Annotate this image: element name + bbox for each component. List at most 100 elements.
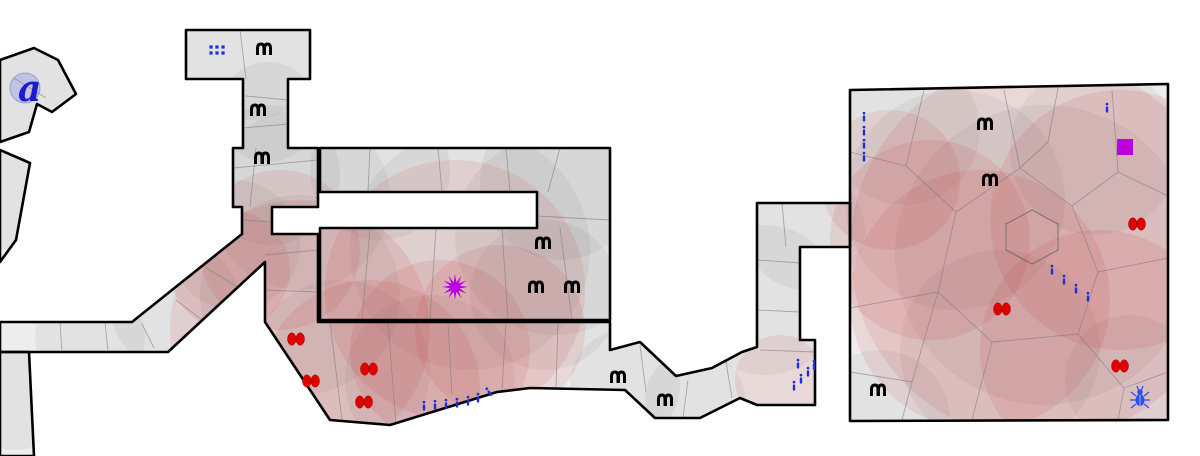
gray-field-disk [900, 250, 1100, 450]
red-field-disk [990, 90, 1168, 350]
cell-line [367, 147, 371, 193]
monster-icon[interactable] [657, 393, 673, 406]
monster-icon[interactable] [610, 370, 626, 383]
bug-icon[interactable] [1130, 385, 1150, 409]
wall-outline-central-complex [0, 28, 852, 427]
map-region-central-complex[interactable] [0, 30, 850, 425]
map-region-right-room[interactable] [850, 84, 1168, 421]
blue-cluster-riser[interactable] [792, 358, 816, 391]
blue-glyph [862, 138, 866, 149]
cell-line [756, 309, 801, 313]
cell-line [781, 202, 787, 248]
entities: a [9, 42, 1150, 411]
monster-icon[interactable] [528, 280, 544, 293]
red-pair-icon[interactable] [1111, 359, 1129, 373]
red-pair-icon[interactable] [355, 395, 373, 409]
blue-glyph [1105, 102, 1109, 113]
cell-line [1123, 371, 1168, 389]
blue-glyph [862, 111, 866, 122]
cell-line [264, 249, 319, 256]
red-pair-icon[interactable] [993, 302, 1011, 316]
cell-line [901, 381, 913, 421]
cell-line [437, 147, 443, 193]
blue-diagonal-right-room[interactable] [1050, 264, 1090, 302]
blue-glyph [209, 51, 213, 55]
cell-line [232, 159, 319, 169]
wall-outline-fragment-left [0, 148, 32, 264]
blue-glyph [799, 373, 803, 384]
blue-glyph [806, 366, 810, 377]
gray-field-disk [470, 220, 620, 370]
blue-glyph [221, 51, 225, 55]
map-region-fragment-bottomleft-stub[interactable] [0, 352, 34, 456]
cell-line [991, 333, 1125, 421]
cell-line [239, 30, 247, 80]
monster-icon[interactable] [254, 151, 270, 164]
blue-column-right-room[interactable] [862, 111, 866, 162]
cell-line [1097, 257, 1168, 273]
blue-glyph [215, 45, 219, 49]
blue-dots-top-room[interactable] [209, 45, 225, 55]
cell-line [1117, 171, 1168, 197]
cell-line [13, 77, 47, 99]
monster-icon[interactable] [977, 117, 993, 130]
cell-line [759, 349, 816, 353]
cell-line [264, 289, 319, 293]
monster-icon[interactable] [250, 103, 266, 116]
blue-single-right-room[interactable] [1105, 102, 1109, 113]
red-pair-icon[interactable] [302, 374, 320, 388]
cell-line [682, 379, 689, 419]
blue-glyph [221, 45, 225, 49]
blue-glyph [422, 400, 426, 411]
blue-glyph [1050, 264, 1054, 275]
wall-outline-right-room [848, 82, 1170, 423]
cell-line [505, 147, 511, 193]
red-field-disk [830, 140, 1030, 340]
purple-square-icon[interactable] [1117, 139, 1133, 155]
cell-line [536, 215, 611, 221]
cell-line [501, 227, 509, 321]
cell-line [1019, 87, 1059, 169]
blue-glyph [1086, 291, 1090, 302]
gray-field-disk [1065, 315, 1168, 445]
red-pair-icon[interactable] [360, 362, 378, 376]
cell-line [555, 321, 559, 389]
red-field-disk [820, 110, 960, 250]
monster-icon[interactable] [564, 280, 580, 293]
cell-line [725, 361, 733, 399]
gray-field-disk [895, 105, 1168, 405]
monster-icon[interactable] [870, 383, 886, 396]
monster-icon[interactable] [256, 42, 272, 55]
blue-glyph [476, 392, 480, 403]
player-halo [9, 72, 41, 104]
cell-line [387, 321, 397, 425]
cell-line [559, 227, 573, 321]
monster-icon[interactable] [535, 236, 551, 249]
gray-field-disk [455, 135, 655, 335]
blue-glyph [209, 45, 213, 49]
cell-line [447, 321, 453, 395]
red-field-disk [850, 60, 1168, 440]
cell-line [205, 267, 237, 287]
red-pair-icon[interactable] [1128, 217, 1146, 231]
gray-field-disk [350, 130, 590, 370]
blue-glyph [433, 399, 437, 410]
blue-glyph [455, 397, 459, 408]
cell-boundaries [13, 30, 1168, 425]
blue-glyph [862, 125, 866, 136]
map-region-fragment-topleft[interactable] [0, 48, 76, 142]
map-region-fragment-left[interactable] [0, 150, 30, 262]
cell-line [756, 259, 801, 264]
blue-glyph [1062, 274, 1066, 285]
monster-icon[interactable] [982, 173, 998, 186]
cell-line [141, 323, 155, 349]
blue-row-bottom-room[interactable] [422, 387, 493, 411]
red-pair-icon[interactable] [287, 332, 305, 346]
cell-line [429, 227, 437, 321]
player-marker[interactable]: a [9, 68, 41, 110]
wall-outline-fragment-topleft [0, 46, 78, 144]
cell-line [104, 321, 109, 353]
red-field-disk [980, 230, 1168, 456]
